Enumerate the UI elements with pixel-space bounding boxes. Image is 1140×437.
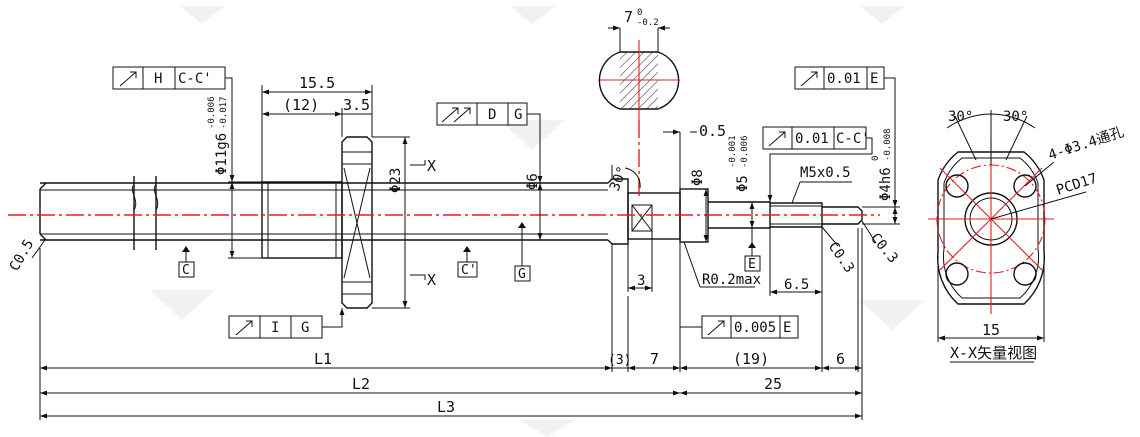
watermark-pattern xyxy=(150,6,925,437)
dim-end-dia: Φ4h6 0 -0.008 xyxy=(871,128,894,201)
dim-L1: L1 xyxy=(314,350,332,368)
section-marker-bottom: X xyxy=(427,271,436,289)
dim-nut-dia-upper: -0.006 xyxy=(207,96,217,129)
dim-len-6: 6 xyxy=(836,350,845,368)
frame-001-e: 0.01 E xyxy=(794,66,885,90)
dim-len-3: (3) xyxy=(608,353,631,368)
datum-c: C xyxy=(182,263,190,278)
datum-c-prime: C' xyxy=(461,263,477,278)
dim-thread: M5x0.5 xyxy=(800,165,851,181)
dim-end-upper: 0 xyxy=(871,156,881,161)
dim-end-lower: -0.008 xyxy=(883,128,893,161)
dim-L3: L3 xyxy=(437,398,455,416)
dim-nut-len: (12) xyxy=(283,96,319,114)
frame-d-label: D xyxy=(488,107,496,123)
frame-h-cc: H C-C' xyxy=(112,66,226,90)
frame-h-label: H xyxy=(154,71,162,87)
dim-len-25: 25 xyxy=(764,375,782,393)
datum-boxes: C C' G E xyxy=(178,255,761,282)
dimension-lines xyxy=(31,77,900,420)
frame-cc-datum: C-C' xyxy=(836,131,870,147)
frame-d-datum: G xyxy=(514,107,522,123)
datum-g: G xyxy=(518,267,526,282)
section-angle-left: 30° xyxy=(948,109,973,125)
screw-shaft xyxy=(39,176,629,250)
frame-0005-e: 0.005 E xyxy=(701,315,799,339)
dim-flange-thk: 3.5 xyxy=(343,96,370,114)
section-marker-top: X xyxy=(427,157,436,175)
section-holes-label: 4-Φ3.4通孔 xyxy=(1046,124,1126,163)
section-angle-right: 30° xyxy=(1003,109,1028,125)
frame-d-g: D G xyxy=(436,102,528,126)
datum-e: E xyxy=(748,257,756,272)
dim-end-base: Φ4h6 xyxy=(878,167,894,201)
frame-0005-datum: E xyxy=(783,320,791,336)
flats-section xyxy=(598,25,680,200)
frame-e-value: 0.01 xyxy=(827,71,861,87)
dim-chamfer-c03b: C0.3 xyxy=(867,230,901,266)
dim-chamfer-c03a: C0.3 xyxy=(825,239,857,276)
flats-tol-lower: -0.2 xyxy=(637,18,659,28)
dim-seat-base: Φ5 xyxy=(735,175,751,192)
frame-e-datum: E xyxy=(870,71,878,87)
dim-nut-dia-base: Φ11g6 xyxy=(214,133,230,175)
dim-seat-dia: Φ5 -0.001 -0.006 xyxy=(728,135,751,192)
dim-flange-len: 15.5 xyxy=(299,74,335,92)
frame-cc-value: 0.01 xyxy=(795,131,829,147)
dim-thread-len: 6.5 xyxy=(784,277,809,293)
dim-shaft-dia: Φ6 xyxy=(525,173,541,190)
frame-i-datum: G xyxy=(301,320,309,336)
dim-gap-05: 0.5 xyxy=(699,122,726,140)
dim-fillet: R0.2max xyxy=(702,272,761,288)
dim-chamfer-c05: C0.5 xyxy=(7,237,38,274)
dim-nut-dia: Φ11g6 -0.006 -0.017 xyxy=(207,96,230,175)
frame-0005-value: 0.005 xyxy=(734,320,776,336)
frame-i-g: I G xyxy=(228,315,323,339)
frame-001-cc: 0.01 C-C' xyxy=(762,126,870,150)
section-view xyxy=(928,110,1087,342)
dim-width-3: 3 xyxy=(637,273,645,289)
ball-nut xyxy=(261,181,343,259)
flats-dim: 7 xyxy=(624,8,633,26)
nut-flange xyxy=(341,136,373,309)
dim-L2: L2 xyxy=(352,375,370,393)
dim-flange-dia: Φ23 xyxy=(388,168,404,193)
dim-step-dia: Φ8 xyxy=(690,169,706,186)
dim-seat-upper: -0.001 xyxy=(728,135,738,168)
dim-len-19: (19) xyxy=(733,350,769,368)
dim-nut-dia-lower: -0.017 xyxy=(219,96,229,129)
flats-tol-upper: 0 xyxy=(637,8,642,18)
frame-h-datum: C-C' xyxy=(178,71,212,87)
section-width: 15 xyxy=(982,321,1000,339)
dim-len-7: 7 xyxy=(650,350,659,368)
section-caption: X-X矢量视图 xyxy=(950,344,1037,362)
frame-i-label: I xyxy=(271,320,279,336)
dim-seat-lower: -0.006 xyxy=(740,135,750,168)
